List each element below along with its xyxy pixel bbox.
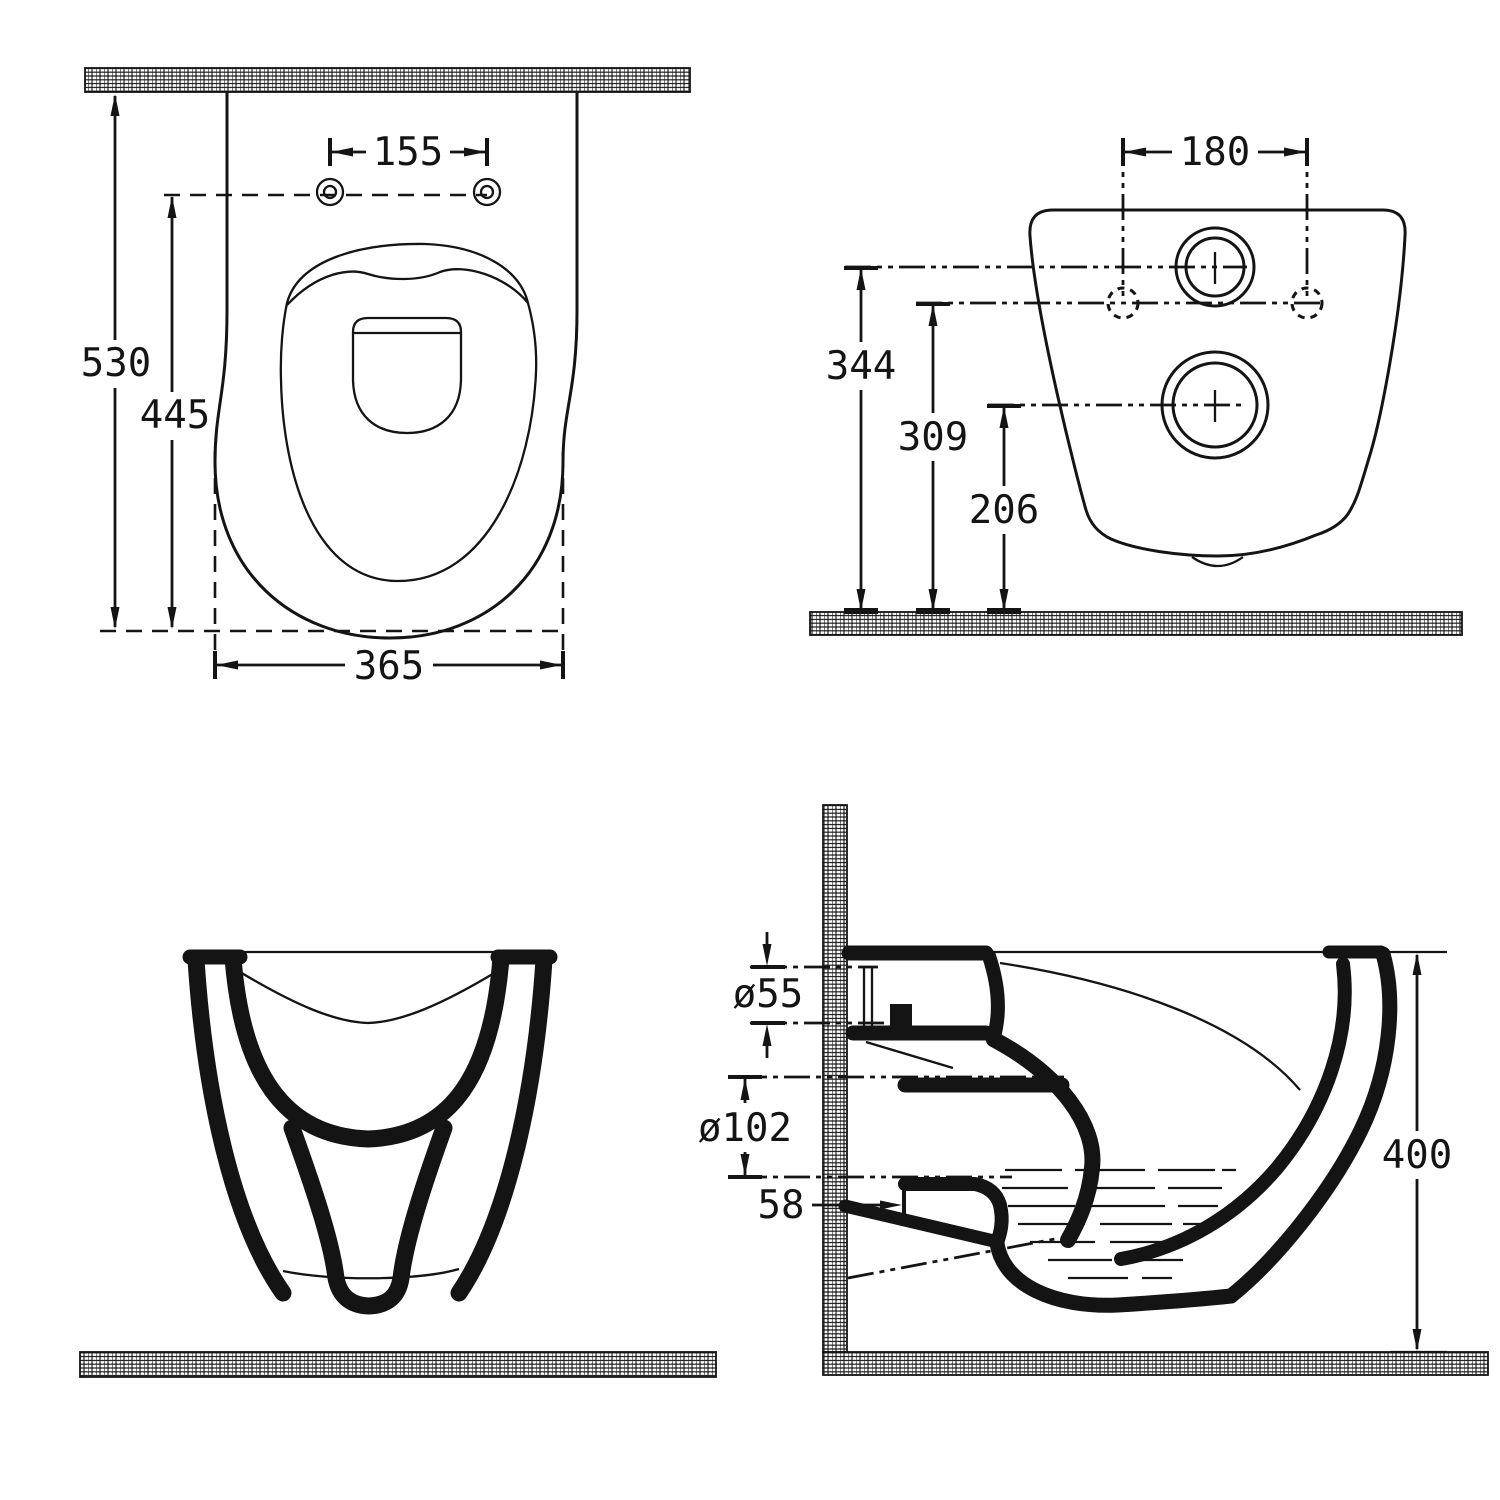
- section-trap-back-wall: [987, 1032, 1101, 1248]
- dim-label-holes-to-front: 445: [140, 393, 210, 438]
- side-section-view: ø55 ø102 58 400: [698, 804, 1489, 1376]
- silhouette-rim-wave: [239, 971, 497, 1025]
- rear-body-outline: [1028, 208, 1407, 558]
- section-outlet-bottom-wall: [898, 1177, 1009, 1250]
- dim-label-outlet-diameter: ø102: [698, 1106, 792, 1151]
- dimension-365: 365: [213, 644, 565, 689]
- section-spout-diagonal: [838, 1199, 1005, 1249]
- wall-hatch-top-view: [84, 67, 691, 93]
- mounting-hole-left-inner: [322, 184, 338, 200]
- dim-label-width: 365: [354, 644, 424, 689]
- dimension-309: 309: [898, 302, 968, 614]
- floor-hatch-rear-view: [809, 611, 1463, 636]
- outlet-bump-outline: [1191, 556, 1244, 568]
- top-view: 155 530 445 365: [81, 67, 691, 689]
- silhouette-trap-legs: [283, 1119, 453, 1315]
- seat-outline: [279, 242, 538, 583]
- mounting-hole-right-inner: [479, 184, 495, 200]
- dimension-180: 180: [1121, 130, 1309, 175]
- dim-label-rear-hole-spacing: 180: [1180, 130, 1250, 175]
- dimension-155: 155: [328, 130, 489, 175]
- silhouette-bottom-arc: [282, 1267, 460, 1280]
- dim-label-rim-height: 400: [1382, 1133, 1452, 1178]
- dimension-58: 58: [758, 1183, 906, 1228]
- silhouette-outer-left: [187, 951, 292, 1302]
- water-inlet-circle-inner: [1184, 236, 1246, 298]
- mounting-hole-right: [472, 177, 502, 207]
- rear-view: 180 344 309 206: [809, 130, 1463, 636]
- fixing-hole-right: [1290, 286, 1324, 320]
- section-sump-bottom: [989, 1235, 1239, 1313]
- wall-hatch-section: [822, 804, 848, 1353]
- dim-label-inlet-diameter: ø55: [733, 972, 803, 1017]
- dim-label-hole-spacing: 155: [373, 130, 443, 175]
- toilet-body-outline: [213, 92, 579, 640]
- dimension-d55: ø55: [733, 932, 908, 1058]
- silhouette-outer-right: [450, 951, 553, 1302]
- water-level-dashes: [1002, 1168, 1236, 1280]
- dimension-530: 530: [81, 94, 151, 629]
- section-bowl-inner-edge: [1114, 957, 1352, 1266]
- waste-outlet-circle-inner: [1171, 361, 1259, 449]
- water-inlet-circle: [1174, 226, 1256, 308]
- water-opening-outline: [351, 316, 463, 435]
- dim-label-hole-height: 309: [898, 415, 968, 460]
- dimension-206: 206: [969, 404, 1039, 614]
- dimension-344: 344: [826, 266, 896, 614]
- section-flush-channel-wall: [982, 949, 1005, 1047]
- rim-front-edge-curve: [286, 268, 529, 306]
- silhouette-bowl-curve: [224, 949, 510, 1148]
- waste-outlet-circle: [1160, 350, 1270, 460]
- fixing-hole-left: [1106, 286, 1140, 320]
- section-inlet-detail-block: [890, 1004, 912, 1028]
- section-outer-front-edge: [1223, 946, 1398, 1304]
- section-channel-inner-line: [865, 1040, 954, 1070]
- dimension-d102: ø102: [698, 1075, 1064, 1179]
- dim-label-inlet-height: 344: [826, 344, 896, 389]
- floor-hatch-section: [822, 1351, 1489, 1376]
- dimension-400: 400: [1377, 950, 1452, 1354]
- section-bowl-rim-thin-curve: [999, 961, 1301, 1091]
- dimension-445: 445: [140, 196, 210, 629]
- dim-label-length-overall: 530: [81, 341, 151, 386]
- section-inlet-pipe-lines: [862, 966, 874, 1026]
- front-silhouette-view: [79, 949, 717, 1378]
- dim-label-outlet-offset: 58: [758, 1183, 805, 1228]
- floor-hatch-front-view: [79, 1351, 717, 1378]
- section-outlet-axis: [847, 1236, 1061, 1280]
- mounting-hole-left: [315, 177, 345, 207]
- dim-label-outlet-height: 206: [969, 488, 1039, 533]
